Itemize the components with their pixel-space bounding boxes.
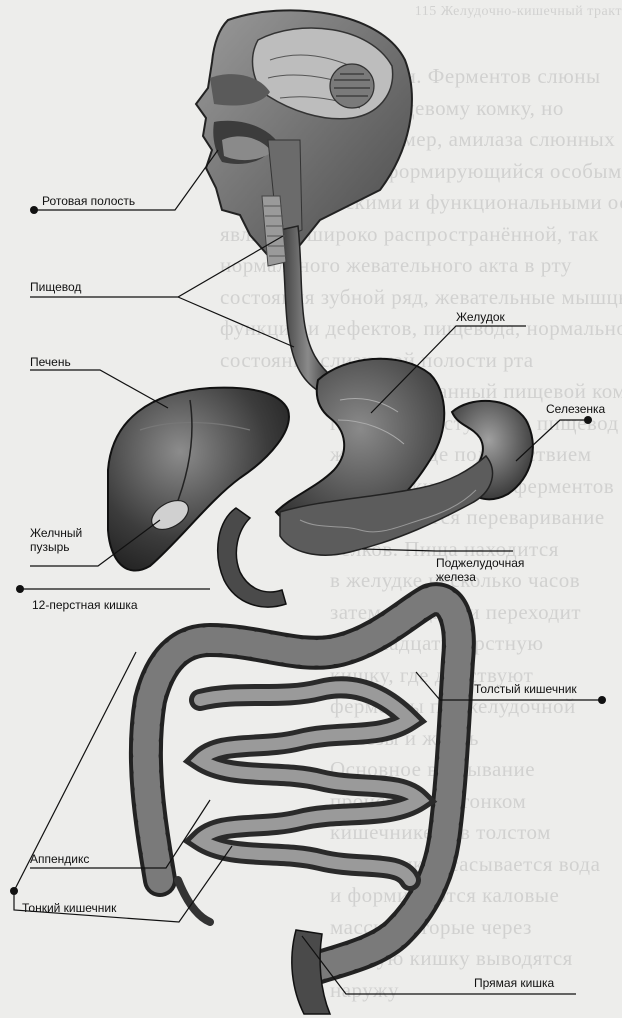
- small-intestine-organ: [200, 687, 420, 880]
- label-esophagus: Пищевод: [30, 280, 81, 294]
- label-rectum: Прямая кишка: [474, 976, 554, 990]
- cerebellum: [330, 64, 374, 108]
- label-spleen: Селезенка: [546, 402, 605, 416]
- label-stomach: Желудок: [456, 310, 505, 324]
- leader-pancreas: [362, 549, 513, 551]
- liver-organ: [108, 388, 289, 571]
- label-large-intestine: Толстый кишечник: [474, 682, 577, 696]
- label-pancreas: Поджелудочная железа: [436, 556, 520, 584]
- esophagus-tube: [280, 226, 336, 392]
- head-section: [196, 10, 412, 260]
- label-liver: Печень: [30, 355, 71, 369]
- label-duodenum: 12-перстная кишка: [32, 598, 138, 612]
- label-mouth: Ротовая полость: [42, 194, 135, 208]
- leader-liver: [30, 370, 168, 408]
- label-appendix: Аппендикс: [30, 852, 89, 866]
- label-small-intestine: Тонкий кишечник: [22, 901, 116, 915]
- duodenum-organ: [218, 508, 286, 607]
- label-gallbladder: Желчный пузырь: [30, 526, 100, 554]
- leader-esophagus-2: [178, 297, 294, 347]
